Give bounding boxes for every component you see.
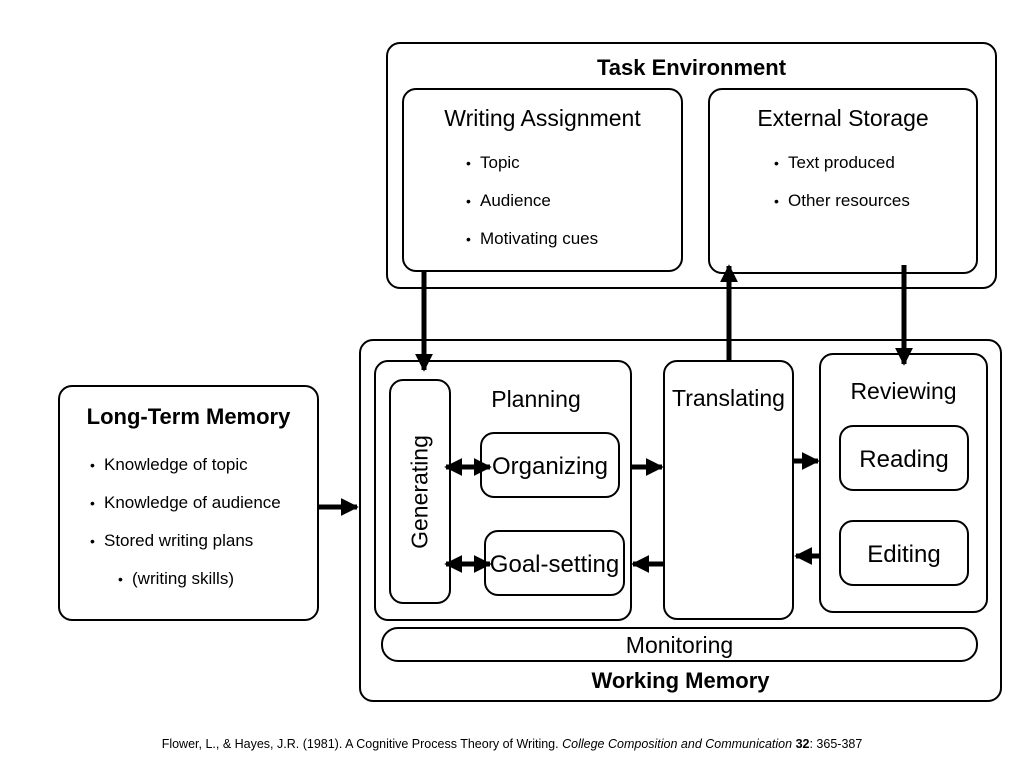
list-item: Text produced — [774, 144, 910, 182]
writing-assignment-title: Writing Assignment — [444, 105, 641, 131]
monitoring-box: Monitoring — [381, 627, 978, 662]
list-item: (writing skills) — [118, 560, 281, 598]
organizing-box: Organizing — [480, 432, 620, 498]
long-term-memory-list: Knowledge of topic Knowledge of audience… — [90, 446, 281, 598]
reading-label: Reading — [859, 446, 949, 473]
monitoring-label: Monitoring — [625, 632, 734, 658]
long-term-memory-box: Long-Term Memory Knowledge of topic Know… — [58, 385, 319, 621]
citation-authors: Flower, L., & Hayes, J.R. (1981). A Cogn… — [161, 737, 559, 751]
citation-journal: College Composition and Communication — [562, 737, 793, 751]
citation-volume: 32 — [795, 737, 810, 751]
list-item: Stored writing plans — [90, 522, 281, 560]
external-storage-box: External Storage Text produced Other res… — [708, 88, 978, 274]
goal-setting-box: Goal-setting — [484, 530, 625, 596]
editing-label: Editing — [867, 541, 941, 568]
long-term-memory-title: Long-Term Memory — [86, 404, 291, 429]
citation-pages: : 365-387 — [809, 737, 863, 751]
editing-box: Editing — [839, 520, 969, 586]
organizing-label: Organizing — [491, 453, 609, 480]
reading-box: Reading — [839, 425, 969, 491]
writing-assignment-list: Topic Audience Motivating cues — [466, 144, 598, 258]
list-item: Topic — [466, 144, 598, 182]
list-item: Other resources — [774, 182, 910, 220]
goal-setting-label: Goal-setting — [489, 551, 620, 578]
list-item: Motivating cues — [466, 220, 598, 258]
list-item: Audience — [466, 182, 598, 220]
external-storage-list: Text produced Other resources — [774, 144, 910, 220]
citation: Flower, L., & Hayes, J.R. (1981). A Cogn… — [0, 737, 1024, 751]
working-memory-title: Working Memory — [591, 668, 770, 693]
planning-title: Planning — [491, 386, 581, 412]
task-environment-title: Task Environment — [596, 55, 787, 80]
translating-box: Translating — [663, 360, 794, 620]
generating-label: Generating — [406, 434, 433, 549]
writing-assignment-box: Writing Assignment Topic Audience Motiva… — [402, 88, 683, 272]
reviewing-title: Reviewing — [850, 378, 957, 404]
list-item: Knowledge of topic — [90, 446, 281, 484]
translating-label: Translating — [672, 385, 785, 411]
list-item: Knowledge of audience — [90, 484, 281, 522]
external-storage-title: External Storage — [757, 105, 929, 131]
generating-box: Generating — [389, 379, 451, 604]
